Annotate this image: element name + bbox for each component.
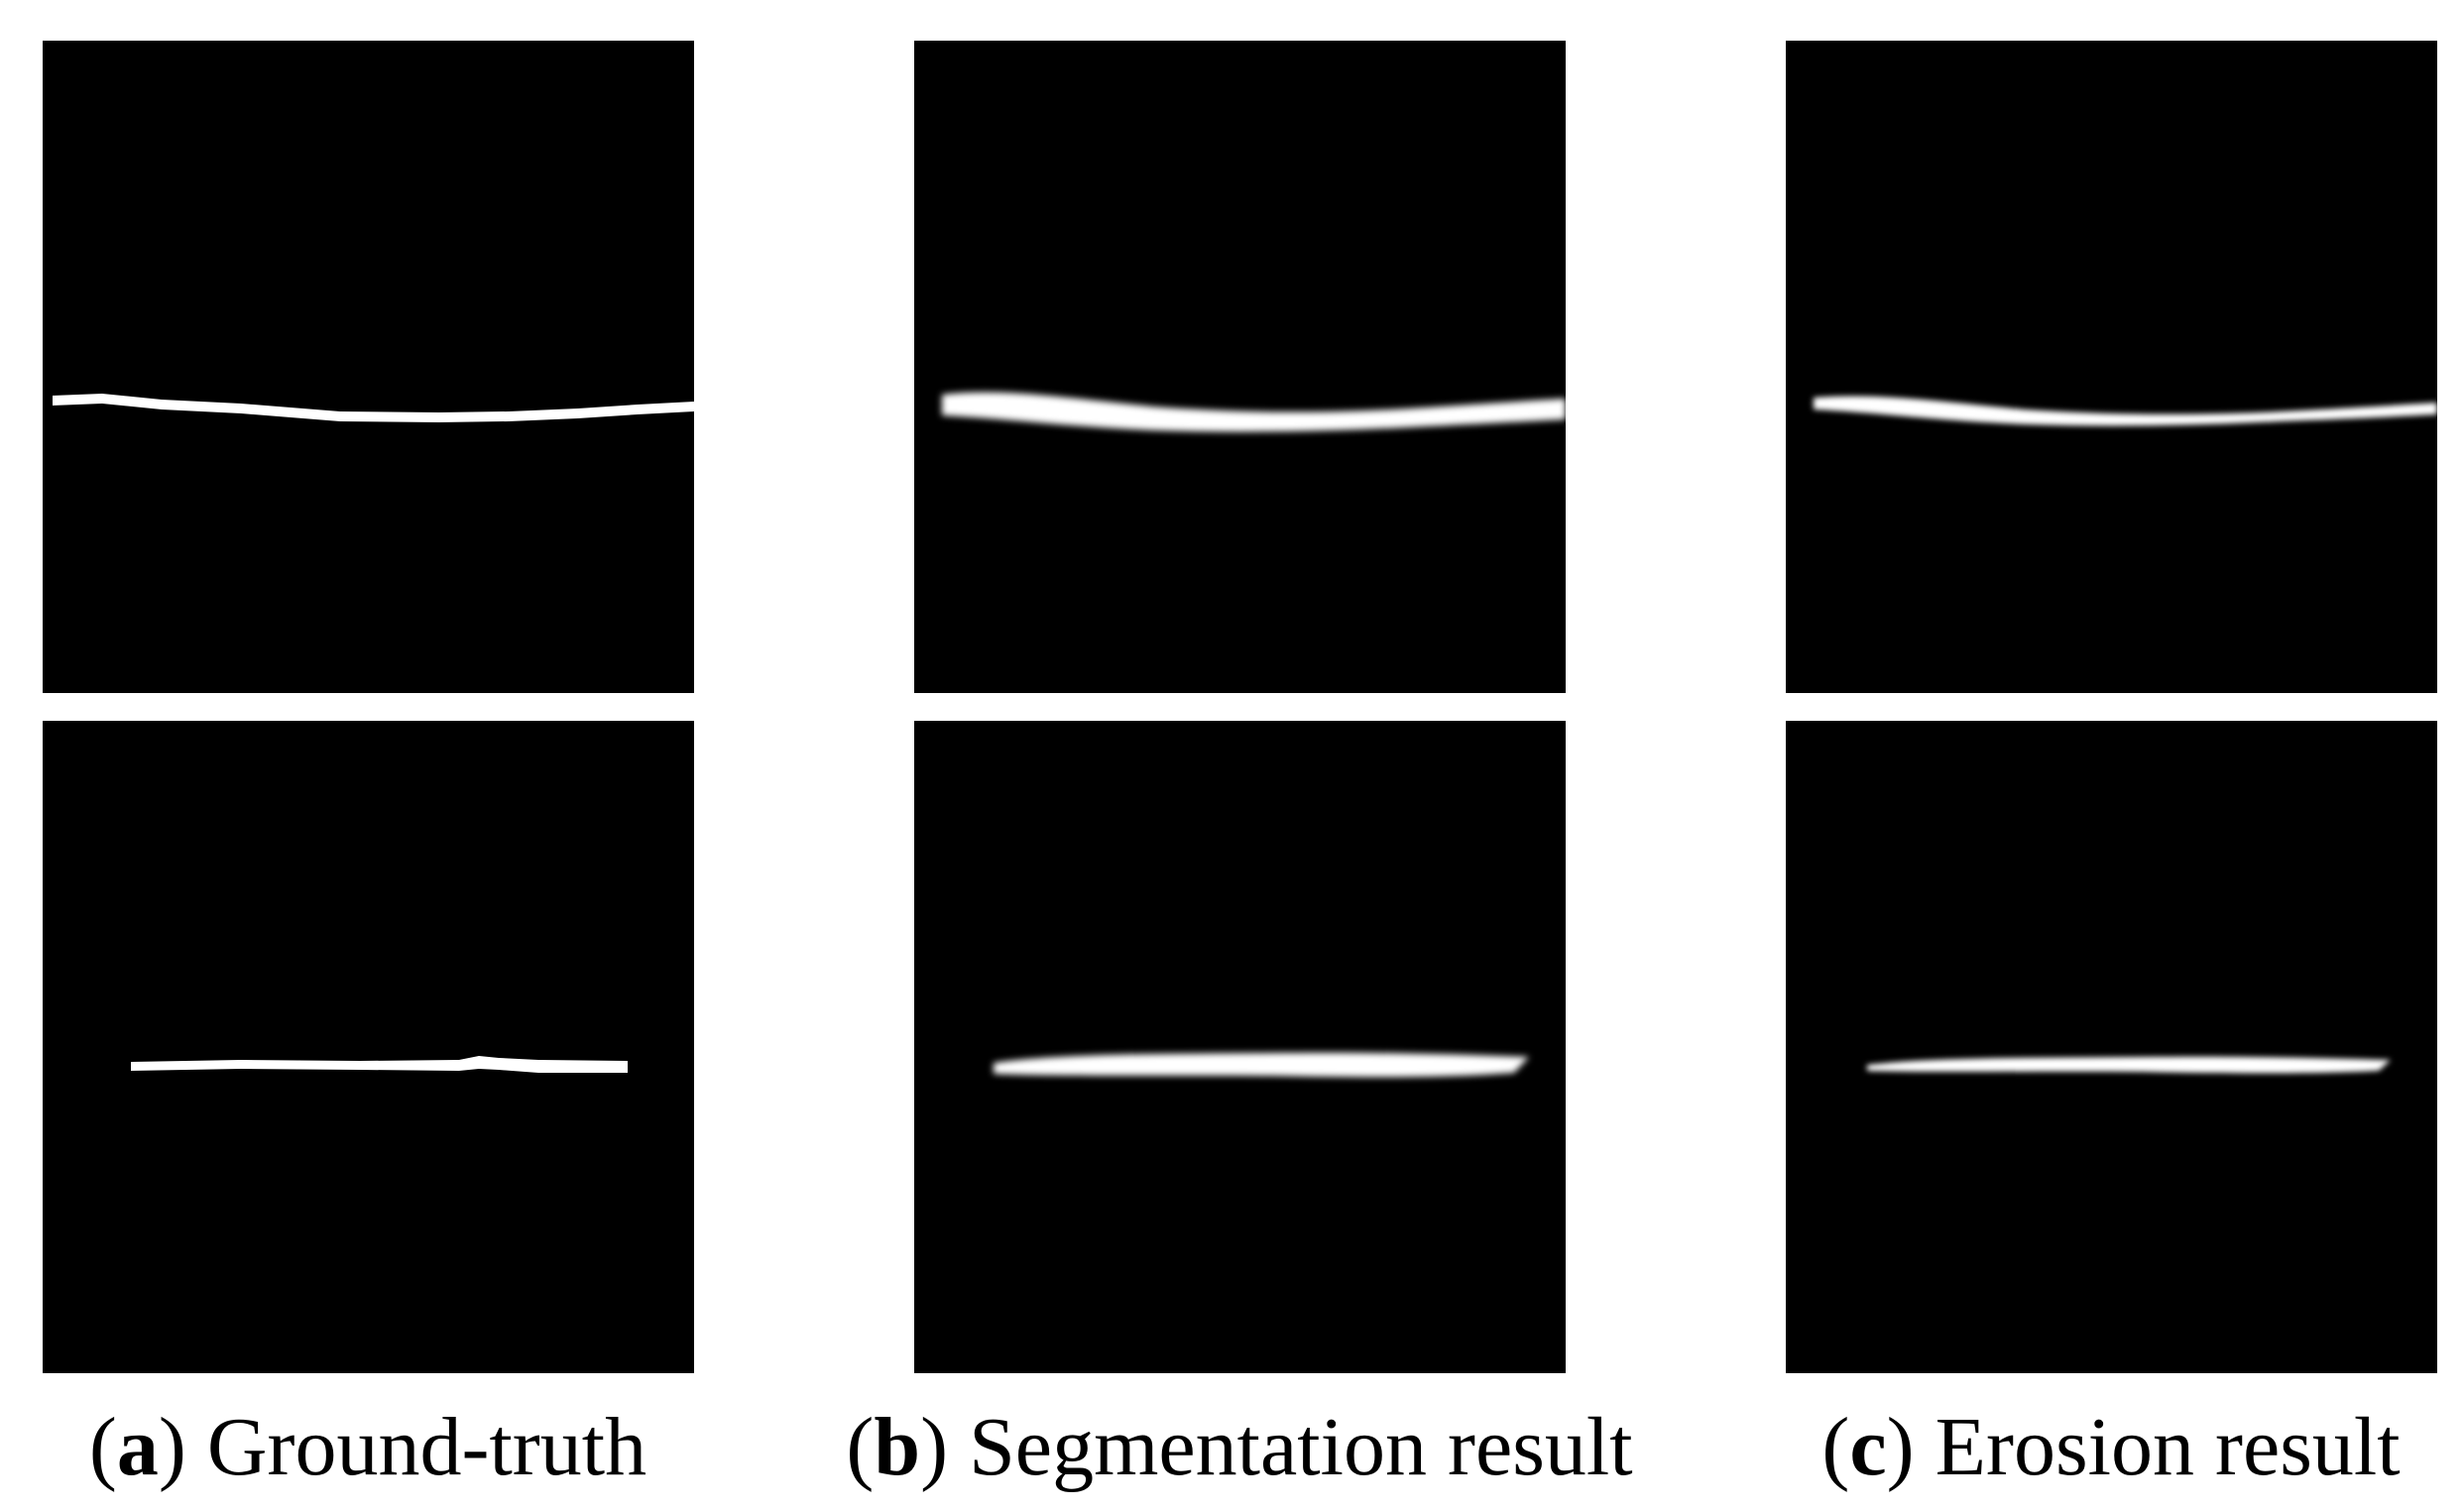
panel-erosion-top	[1786, 41, 2437, 693]
caption-segmentation-result: (b) Segmentation result	[843, 1388, 1636, 1507]
caption-b-text: Segmentation result	[969, 1401, 1633, 1493]
caption-a-open: (	[88, 1401, 117, 1493]
caption-c-letter: c	[1849, 1401, 1887, 1493]
panel-segmentation-top	[914, 41, 1566, 693]
caption-a-close: )	[158, 1401, 186, 1493]
caption-b-open: (	[846, 1401, 875, 1493]
caption-b-letter: b	[874, 1401, 921, 1493]
caption-erosion-result: (c) Erosion result	[1714, 1388, 2464, 1507]
segmentation-mask-top	[942, 392, 1566, 432]
panel-segmentation-bottom	[914, 721, 1566, 1373]
panel-ground-truth-bottom	[43, 721, 694, 1373]
caption-ground-truth: (a) Ground-truth	[0, 1388, 764, 1507]
caption-c-text: Erosion result	[1935, 1401, 2401, 1493]
caption-b-close: )	[920, 1401, 949, 1493]
caption-a-letter: a	[116, 1401, 159, 1493]
caption-c-close: )	[1886, 1401, 1915, 1493]
caption-a-text: Ground-truth	[206, 1401, 647, 1493]
panel-ground-truth-top	[43, 41, 694, 693]
erosion-mask-top	[1814, 396, 2437, 426]
segmentation-mask-bottom	[994, 1052, 1529, 1078]
erosion-mask-bottom	[1867, 1056, 2391, 1074]
ground-truth-crack-mask-bottom	[131, 1056, 628, 1073]
ground-truth-crack-mask-top	[53, 394, 694, 422]
caption-c-open: (	[1821, 1401, 1850, 1493]
panel-erosion-bottom	[1786, 721, 2437, 1373]
